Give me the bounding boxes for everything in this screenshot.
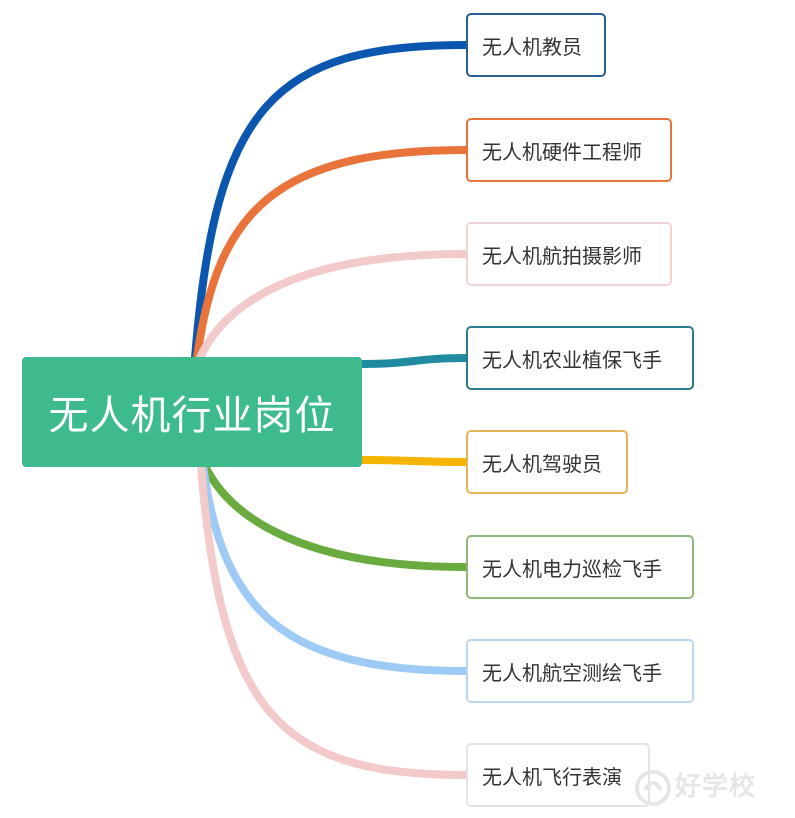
root-node: 无人机行业岗位 xyxy=(22,357,362,467)
branch-node-label: 无人机航空测绘飞手 xyxy=(482,660,662,685)
connector-7 xyxy=(199,462,470,675)
branch-node-2: 无人机硬件工程师 xyxy=(466,118,672,182)
branch-node-label: 无人机教员 xyxy=(482,34,582,59)
watermark-text: 好学校 xyxy=(675,772,757,802)
connector-6 xyxy=(201,462,470,571)
branch-node-label: 无人机电力巡检飞手 xyxy=(482,556,662,581)
branch-node-1: 无人机教员 xyxy=(466,13,606,77)
branch-node-label: 无人机航拍摄影师 xyxy=(482,243,642,268)
branch-node-3: 无人机航拍摄影师 xyxy=(466,222,672,286)
branch-node-6: 无人机电力巡检飞手 xyxy=(466,535,694,599)
branch-node-7: 无人机航空测绘飞手 xyxy=(466,639,694,703)
watermark-logo: 好学校 xyxy=(635,764,775,808)
connector-2 xyxy=(193,146,470,362)
connector-5 xyxy=(358,456,470,466)
branch-node-label: 无人机驾驶员 xyxy=(482,451,602,476)
connector-3 xyxy=(195,250,470,364)
connector-8 xyxy=(197,462,470,779)
logo-icon xyxy=(635,770,671,806)
branch-node-5: 无人机驾驶员 xyxy=(466,430,628,494)
connector-4 xyxy=(358,354,470,368)
branch-node-4: 无人机农业植保飞手 xyxy=(466,326,694,390)
branch-node-label: 无人机硬件工程师 xyxy=(482,139,642,164)
branch-node-label: 无人机飞行表演 xyxy=(482,764,622,789)
branch-node-8: 无人机飞行表演 xyxy=(466,743,650,807)
branch-node-label: 无人机农业植保飞手 xyxy=(482,347,662,372)
connector-1 xyxy=(191,41,470,362)
